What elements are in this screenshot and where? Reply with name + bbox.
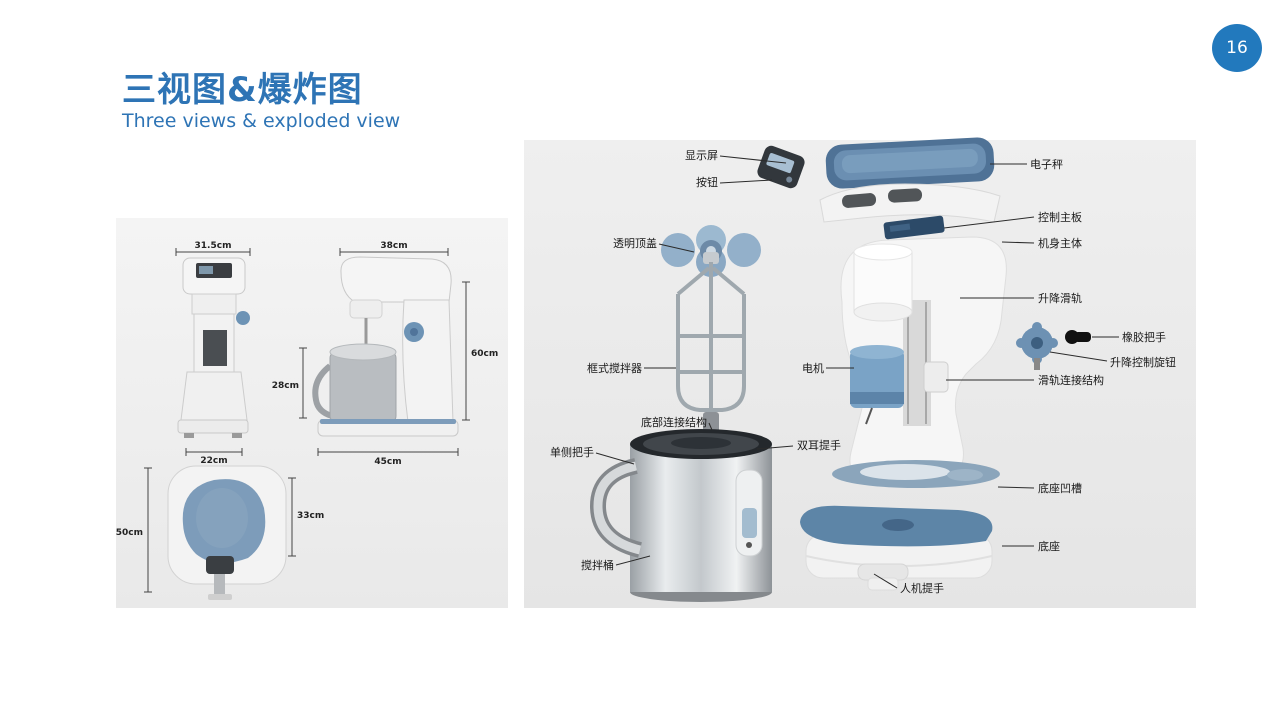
label-mainboard: 控制主板: [1038, 211, 1082, 224]
label-lift-knob: 升降控制旋钮: [1110, 356, 1176, 369]
label-bottom-connector: 底部连接结构: [641, 416, 707, 429]
label-motor: 电机: [802, 362, 824, 375]
page-number-badge: 16: [1212, 24, 1262, 72]
three-views-panel: [116, 218, 508, 608]
label-lift-rail: 升降滑轨: [1038, 292, 1082, 305]
label-ergo-handle: 人机提手: [900, 582, 944, 595]
label-bucket: 搅拌桶: [581, 559, 614, 572]
label-rubber-handle: 橡胶把手: [1122, 331, 1166, 344]
label-top-cover: 透明顶盖: [613, 237, 657, 250]
label-dual-handle: 双耳提手: [797, 439, 841, 452]
label-body: 机身主体: [1038, 237, 1082, 250]
label-rail-connector: 滑轨连接结构: [1038, 374, 1104, 387]
label-base: 底座: [1038, 540, 1060, 553]
page-subtitle: Three views & exploded view: [122, 110, 401, 132]
label-display-screen: 显示屏: [685, 149, 718, 162]
label-scale: 电子秤: [1030, 158, 1063, 171]
label-frame-beater: 框式搅拌器: [587, 362, 642, 375]
label-side-handle: 单侧把手: [550, 446, 594, 459]
page-title: 三视图&爆炸图: [122, 70, 363, 110]
page-number: 16: [1226, 38, 1248, 58]
label-button: 按钮: [696, 176, 718, 189]
label-base-groove: 底座凹槽: [1038, 482, 1082, 495]
